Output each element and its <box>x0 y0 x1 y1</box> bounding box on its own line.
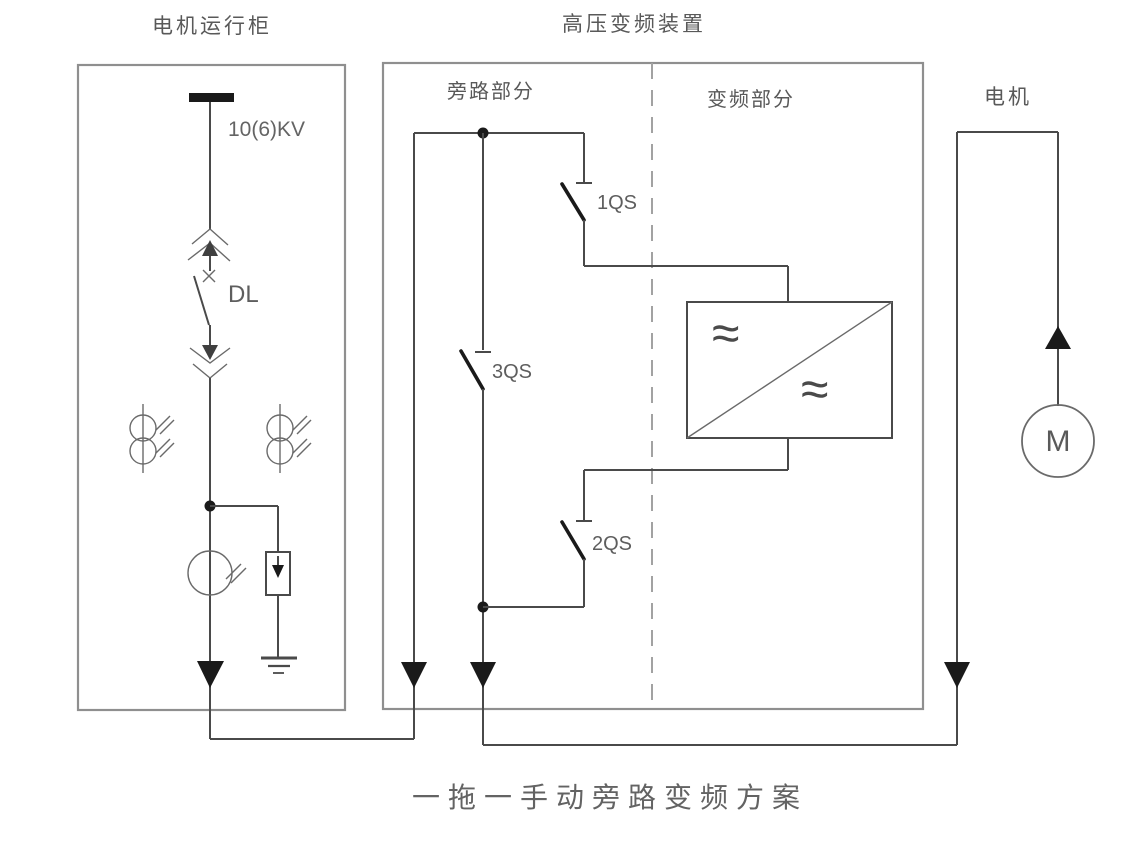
arrester-branch-wire <box>210 505 279 552</box>
busbar-icon <box>189 93 234 102</box>
vfd-unit-title: 高压变频装置 <box>562 13 706 36</box>
bypass-top-bus-wire <box>414 127 584 139</box>
left-cabinet-title: 电机运行柜 <box>152 15 272 38</box>
frequency-converter-icon <box>686 301 893 439</box>
motor-feeder-wire <box>483 131 1071 746</box>
ac-symbol-output: ≈ <box>801 361 829 417</box>
voltage-transformer-left-icon <box>129 404 175 473</box>
ground-icon <box>261 656 297 674</box>
drawout-contact-top-icon <box>187 228 231 271</box>
ac-symbol-input: ≈ <box>712 305 740 361</box>
switch-3qs-label: 3QS <box>492 361 533 383</box>
bypass-input-arrow-icon <box>401 662 427 688</box>
motor-title: 电机 <box>984 86 1032 109</box>
cabinet-outgoing-arrow-icon <box>197 661 224 688</box>
bypass-output-arrow-icon <box>470 662 496 688</box>
circuit-breaker-dl-icon <box>193 269 216 345</box>
switch-3qs-icon <box>459 133 496 745</box>
switch-1qs-icon <box>560 133 789 302</box>
breaker-dl-label: DL <box>228 281 259 308</box>
bus-voltage-label: 10(6)KV <box>228 118 306 141</box>
surge-arrester-icon <box>265 551 291 657</box>
cabinet-to-bypass-wire <box>210 133 427 740</box>
drawout-contact-bottom-icon <box>189 345 231 379</box>
voltage-transformer-right-icon <box>266 404 312 473</box>
switch-2qs-label: 2QS <box>592 533 633 555</box>
zero-sequence-ct-icon <box>187 550 247 596</box>
motor-lead-arrow-icon <box>1045 326 1071 349</box>
switch-2qs-icon <box>483 438 789 608</box>
motor-feeder-arrow-icon <box>944 662 970 688</box>
diagram-caption: 一拖一手动旁路变频方案 <box>412 782 809 813</box>
bypass-section-label: 旁路部分 <box>447 81 535 103</box>
switch-1qs-label: 1QS <box>597 192 638 214</box>
inverter-section-label: 变频部分 <box>707 89 795 111</box>
motor-symbol-label: M <box>1045 425 1071 458</box>
motor-cabinet-box <box>76 63 347 712</box>
motor-circle-icon <box>1021 404 1095 478</box>
vfd-unit-box <box>381 61 925 711</box>
